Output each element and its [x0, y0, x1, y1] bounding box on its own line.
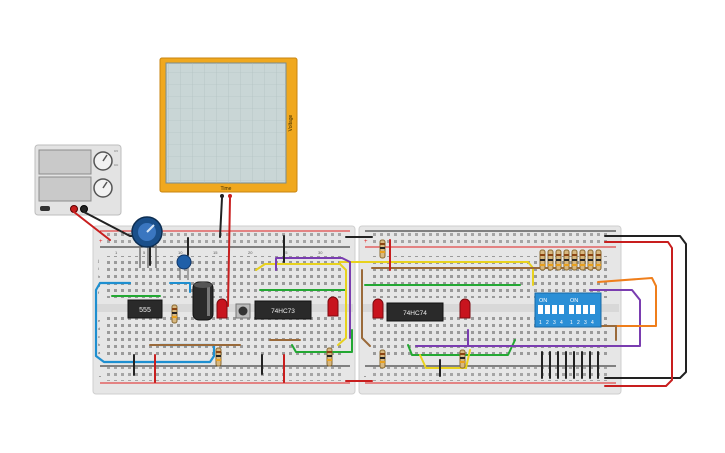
col-letter: d	[98, 326, 100, 331]
electrolytic-capacitor[interactable]	[192, 281, 214, 321]
dip-number: 1	[570, 320, 573, 326]
timer-chip-555[interactable]: 555	[127, 299, 163, 319]
chip-label-555: 555	[139, 307, 151, 314]
brown-wire	[361, 269, 371, 347]
voltage-axis-label: Voltage	[288, 114, 294, 131]
dip-toggle[interactable]	[545, 305, 550, 314]
brown-wire-3	[599, 325, 617, 341]
potentiometer-wiper	[146, 224, 155, 233]
resistor	[171, 304, 178, 324]
row-number: 25	[283, 250, 288, 255]
dip-on-label: ON	[539, 298, 547, 304]
yellow-wire-3	[419, 349, 471, 369]
blue-wire-2	[169, 282, 191, 293]
dip-number: 3	[553, 320, 556, 326]
cc-label: CC	[114, 163, 119, 167]
row-number: 1	[115, 250, 118, 255]
chip-label-74hc74: 74HC74	[403, 310, 427, 317]
row-number: 10	[178, 250, 183, 255]
flip-flop-chip-74hc73[interactable]: 74HC73	[254, 300, 312, 320]
chip-label-74hc73: 74HC73	[271, 308, 295, 315]
col-letter: i	[98, 266, 99, 271]
power-supply[interactable]: CV CC	[34, 144, 122, 216]
dip-toggle[interactable]	[576, 305, 581, 314]
row-number: 20	[248, 250, 253, 255]
time-axis-label: Time	[221, 186, 232, 192]
dip-number: 1	[539, 320, 542, 326]
dip-number: 2	[577, 320, 580, 326]
led[interactable]	[216, 298, 228, 319]
col-letter: f	[98, 290, 100, 295]
led[interactable]	[459, 298, 471, 319]
col-letter: j	[97, 258, 99, 263]
dip-on-label: ON	[570, 298, 578, 304]
dip-toggle[interactable]	[590, 305, 595, 314]
dip-toggle[interactable]	[538, 305, 543, 314]
col-letter: e	[98, 318, 101, 323]
row-number: 30	[318, 250, 323, 255]
scope-ground-wire	[219, 197, 223, 238]
resistor	[215, 347, 222, 367]
supply-positive-wire	[73, 211, 111, 241]
col-letter: b	[98, 342, 101, 347]
blue-wire	[94, 281, 216, 364]
voltage-display	[38, 149, 92, 175]
resistor	[379, 239, 386, 259]
dip-number: 2	[546, 320, 549, 326]
scope-probe-positive[interactable]	[228, 194, 232, 198]
dip-toggle[interactable]	[552, 305, 557, 314]
flip-flop-chip-74hc74[interactable]: 74HC74	[386, 302, 444, 322]
rail-plus-label-right: +	[364, 239, 368, 245]
yellow-wire-2	[339, 261, 534, 286]
rail-minus-label: -	[99, 374, 101, 380]
scope-probe-negative[interactable]	[220, 194, 224, 198]
push-button[interactable]	[235, 303, 251, 319]
yellow-wire	[255, 263, 347, 346]
green-wire-3	[291, 329, 353, 353]
dip-toggles	[538, 305, 595, 314]
dip-switch[interactable]: ON ON 1 2 3 4 1 2 3 4	[534, 292, 602, 328]
dip-ground-wires	[541, 351, 599, 379]
resistor	[326, 347, 333, 367]
resistor	[459, 349, 466, 369]
dip-number: 4	[591, 320, 594, 326]
dip-toggle[interactable]	[583, 305, 588, 314]
resistor-bank	[539, 249, 602, 271]
power-switch[interactable]	[40, 206, 50, 211]
power-return-wire	[604, 241, 673, 387]
dip-number: 3	[584, 320, 587, 326]
resistors[interactable]	[171, 239, 602, 369]
oscilloscope[interactable]: Time Voltage	[159, 57, 298, 198]
dip-toggle[interactable]	[569, 305, 574, 314]
col-letter: a	[98, 350, 101, 355]
potentiometer[interactable]	[131, 216, 163, 268]
dip-number: 4	[560, 320, 563, 326]
scope-signal-wire	[227, 197, 231, 307]
cv-label: CV	[114, 149, 118, 153]
purple-wire	[275, 257, 351, 339]
row-number: 5	[143, 250, 146, 255]
current-display	[38, 176, 92, 202]
rail-minus-label-right: -	[364, 374, 366, 380]
col-letter: h	[98, 274, 100, 279]
purple-wire-2	[415, 289, 641, 347]
dip-toggle[interactable]	[559, 305, 564, 314]
orange-wire	[597, 277, 657, 327]
resistor	[379, 349, 386, 369]
led[interactable]	[327, 296, 339, 317]
row-number: 15	[213, 250, 218, 255]
col-letter: c	[98, 334, 100, 339]
rail-plus-label: +	[99, 239, 103, 245]
led[interactable]	[372, 298, 384, 319]
ceramic-capacitor[interactable]	[176, 254, 192, 280]
ground-return-wire	[604, 235, 687, 379]
